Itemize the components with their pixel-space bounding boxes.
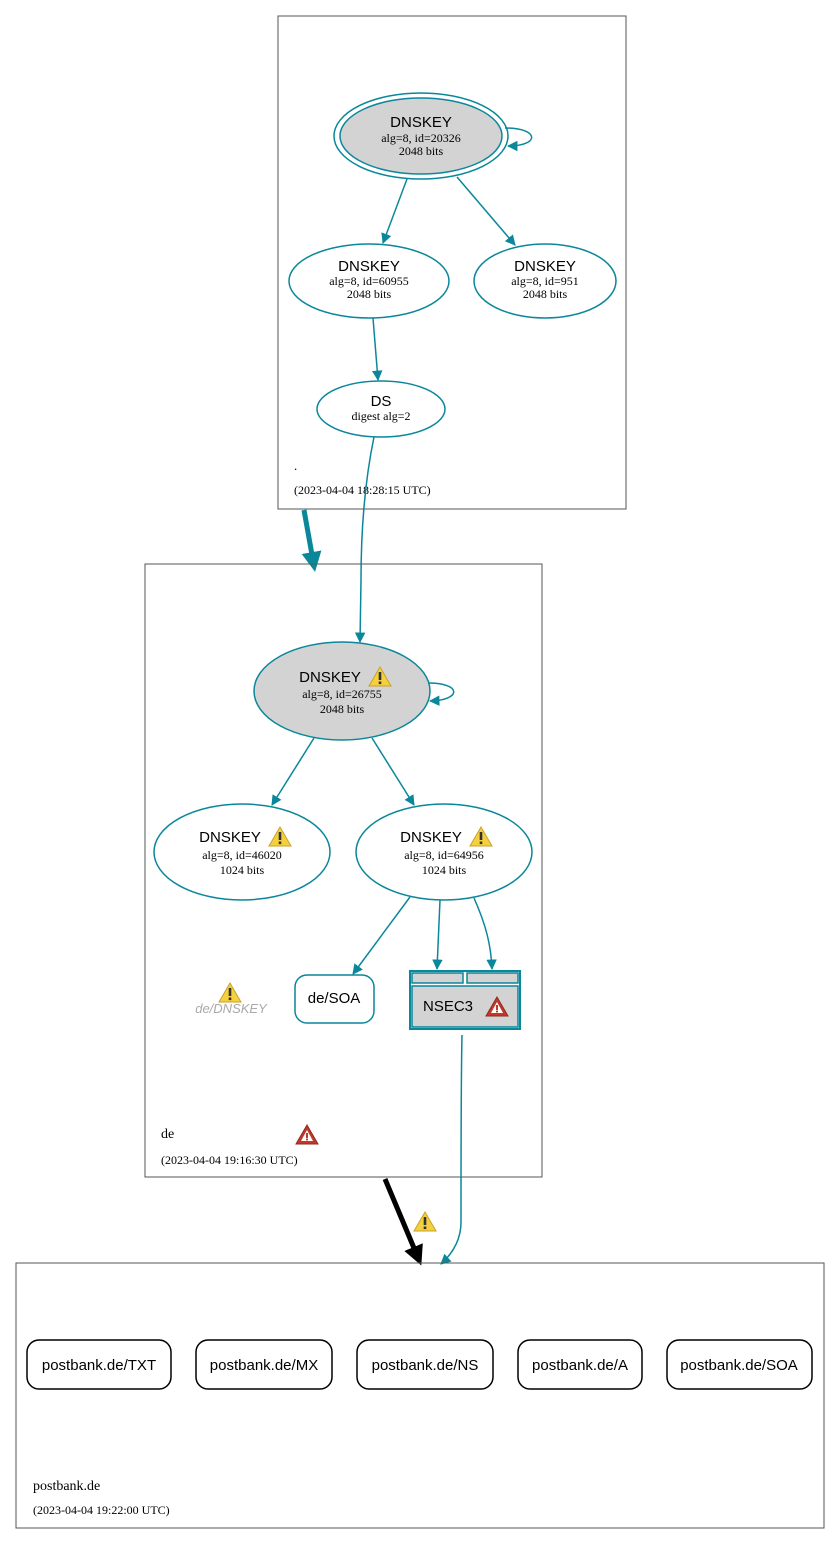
- root-zsk2-title: DNSKEY: [514, 258, 576, 275]
- nsec3-label: NSEC3: [423, 998, 473, 1015]
- postbank-txt-node[interactable]: postbank.de/TXT: [26, 1339, 172, 1390]
- postbank-a-label: postbank.de/A: [532, 1357, 628, 1374]
- de-zsk2-alg: alg=8, id=64956: [404, 848, 484, 862]
- de-ksk-to-zsk1-edge: [271, 737, 315, 806]
- zone-postbank-timestamp: (2023-04-04 19:22:00 UTC): [33, 1503, 170, 1517]
- ds-to-de-ksk-edge: [354, 436, 375, 644]
- postbank-soa-node[interactable]: postbank.de/SOA: [666, 1339, 813, 1390]
- zone-de-error-icon: [295, 1124, 319, 1145]
- zone-root: . (2023-04-04 18:28:15 UTC) DNSKEY alg=8…: [277, 15, 627, 510]
- de-zsk1-alg: alg=8, id=46020: [202, 848, 282, 862]
- de-zsk1-bits: 1024 bits: [220, 863, 265, 877]
- de-zsk2-to-soa-edge: [352, 896, 411, 975]
- postbank-ns-label: postbank.de/NS: [372, 1357, 479, 1374]
- de-zsk-64956-node[interactable]: DNSKEY alg=8, id=64956 1024 bits: [355, 803, 533, 901]
- de-ksk-to-zsk2-edge: [371, 737, 415, 806]
- postbank-a-node[interactable]: postbank.de/A: [517, 1339, 643, 1390]
- de-zsk2-title: DNSKEY: [400, 829, 462, 846]
- postbank-mx-label: postbank.de/MX: [210, 1357, 318, 1374]
- de-ksk-title: DNSKEY: [299, 669, 361, 686]
- nsec3-node[interactable]: NSEC3: [409, 970, 521, 1030]
- zone-postbank: postbank.de (2023-04-04 19:22:00 UTC) po…: [15, 1262, 825, 1529]
- de-dnskey-query-label: de/DNSKEY: [195, 1001, 268, 1016]
- de-ksk-bits: 2048 bits: [320, 702, 365, 716]
- root-zsk1-bits: 2048 bits: [347, 287, 392, 301]
- root-zsk-60955-node[interactable]: DNSKEY alg=8, id=60955 2048 bits: [288, 243, 450, 319]
- ds-node[interactable]: DS digest alg=2: [316, 380, 446, 438]
- root-zsk1-title: DNSKEY: [338, 258, 400, 275]
- nsec3-to-postbank-edge: [440, 1034, 463, 1265]
- de-zsk2-to-nsec3-edge-2: [473, 897, 497, 971]
- de-to-postbank-delegation-edge: [382, 1178, 423, 1266]
- postbank-mx-node[interactable]: postbank.de/MX: [195, 1339, 333, 1390]
- de-dnskey-query-node[interactable]: de/DNSKEY: [195, 982, 268, 1016]
- ds-digest: digest alg=2: [351, 409, 410, 423]
- zone-de: de (2023-04-04 19:16:30 UTC) DNSKEY alg=…: [144, 563, 543, 1178]
- zone-de-timestamp: (2023-04-04 19:16:30 UTC): [161, 1153, 298, 1167]
- root-zsk2-bits: 2048 bits: [523, 287, 568, 301]
- root-zsk-951-node[interactable]: DNSKEY alg=8, id=951 2048 bits: [473, 243, 617, 319]
- de-zsk2-bits: 1024 bits: [422, 863, 467, 877]
- de-soa-label: de/SOA: [308, 990, 361, 1007]
- de-zsk1-title: DNSKEY: [199, 829, 261, 846]
- zone-root-timestamp: (2023-04-04 18:28:15 UTC): [294, 483, 431, 497]
- zone-postbank-box: [15, 1262, 825, 1529]
- root-to-de-delegation-edge: [301, 509, 322, 572]
- zone-postbank-name: postbank.de: [33, 1479, 100, 1494]
- root-zsk1-alg: alg=8, id=60955: [329, 274, 409, 288]
- zone-de-box: [144, 563, 543, 1178]
- postbank-ns-node[interactable]: postbank.de/NS: [356, 1339, 494, 1390]
- delegation-warning-icon: [413, 1211, 437, 1232]
- de-zsk2-to-nsec3-edge-1: [432, 899, 443, 971]
- root-ksk-to-zsk2-edge: [456, 176, 516, 246]
- postbank-txt-label: postbank.de/TXT: [42, 1357, 156, 1374]
- root-ksk-node[interactable]: DNSKEY alg=8, id=20326 2048 bits: [333, 92, 509, 180]
- root-ksk-alg: alg=8, id=20326: [381, 131, 461, 145]
- postbank-soa-label: postbank.de/SOA: [680, 1357, 798, 1374]
- root-ksk-to-zsk1-edge: [381, 178, 408, 244]
- zone-root-box: [277, 15, 627, 510]
- de-ksk-node[interactable]: DNSKEY alg=8, id=26755 2048 bits: [253, 641, 431, 741]
- de-zsk-46020-node[interactable]: DNSKEY alg=8, id=46020 1024 bits: [153, 803, 331, 901]
- root-zsk1-to-ds-edge: [372, 317, 383, 382]
- root-ksk-self-edge: [504, 127, 533, 152]
- zone-root-name: .: [294, 458, 297, 473]
- ds-title: DS: [371, 393, 392, 410]
- root-ksk-bits: 2048 bits: [399, 144, 444, 158]
- de-ksk-self-edge: [427, 682, 455, 706]
- root-ksk-title: DNSKEY: [390, 114, 452, 131]
- root-zsk2-alg: alg=8, id=951: [511, 274, 579, 288]
- de-dnskey-query-warning-icon: [218, 982, 242, 1003]
- de-ksk-alg: alg=8, id=26755: [302, 687, 382, 701]
- zone-de-name: de: [161, 1127, 174, 1142]
- de-soa-node[interactable]: de/SOA: [294, 974, 375, 1024]
